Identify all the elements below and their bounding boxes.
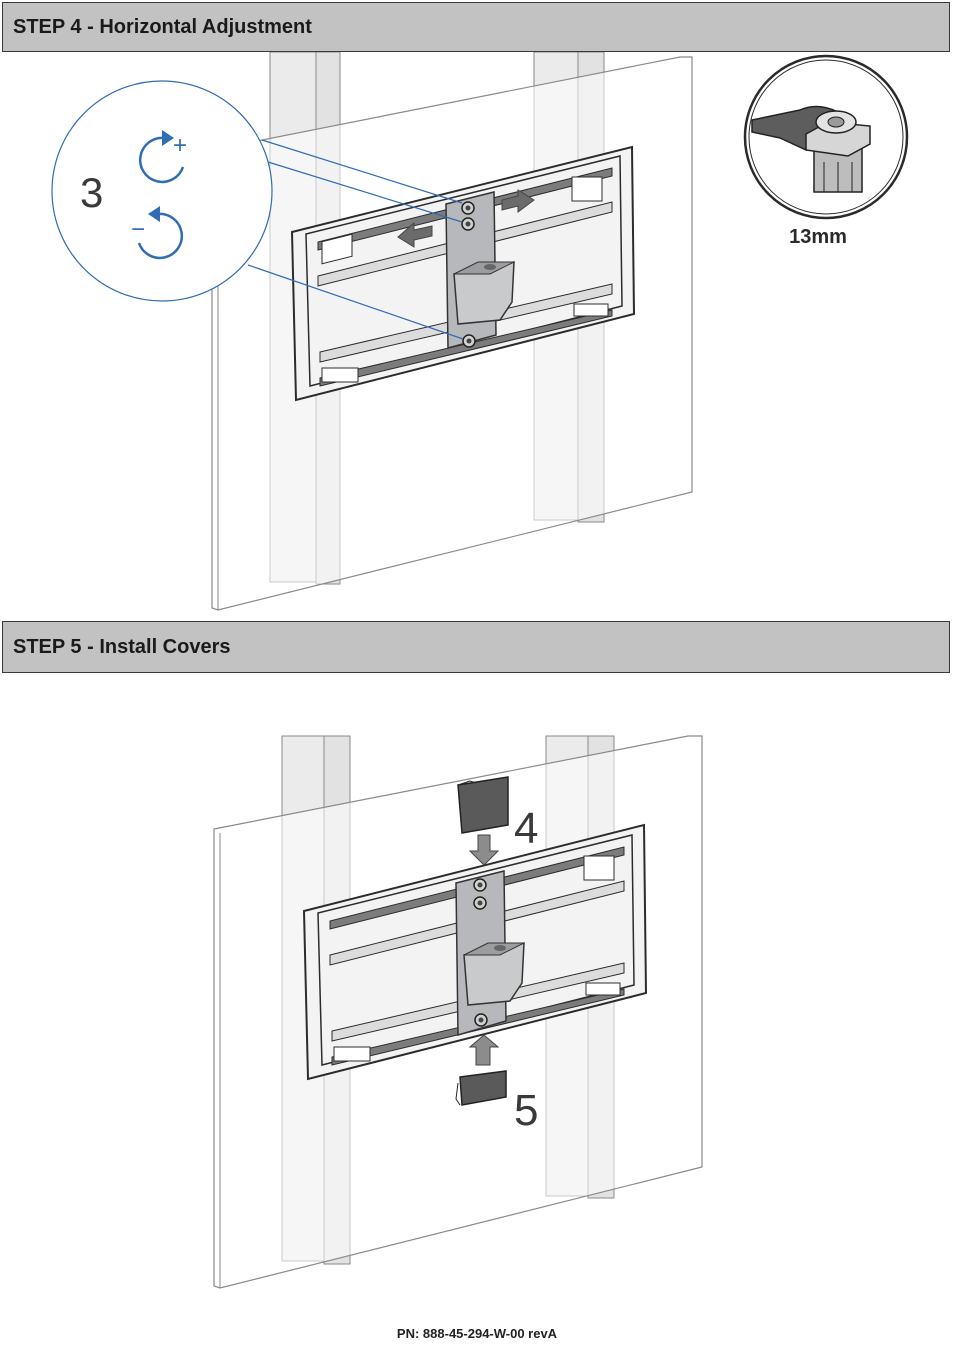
step5-title: STEP 5 - Install Covers <box>13 635 231 658</box>
step5-header: STEP 5 - Install Covers <box>2 621 950 673</box>
callout-bubble <box>51 80 273 302</box>
bracket-bolt-middle <box>461 217 475 231</box>
callout-leader-lines <box>247 139 464 340</box>
loosen-sign: − <box>131 216 145 243</box>
top-cover-piece <box>457 776 509 834</box>
slide-left-arrow <box>397 221 433 248</box>
callout-number: 3 <box>80 169 103 216</box>
bracket-bolt-bottom <box>474 1013 488 1027</box>
tighten-sign: + <box>173 132 187 159</box>
slide-right-arrow <box>501 189 535 213</box>
bracket-bolt-top <box>473 878 487 892</box>
bracket-bolt-bottom <box>462 334 476 348</box>
step4-title: STEP 4 - Horizontal Adjustment <box>13 15 312 38</box>
bottom-cover-piece <box>455 1070 507 1106</box>
bottom-cover-number: 5 <box>514 1086 538 1135</box>
step4-illustration: 3 + − 13mm <box>51 52 909 611</box>
top-cover-down-arrow <box>468 834 500 866</box>
rotate-counterclockwise-icon <box>137 206 184 260</box>
rotate-clockwise-icon <box>138 130 185 184</box>
bottom-cover-up-arrow <box>468 1034 500 1066</box>
step5-illustration: 4 5 <box>213 735 703 1289</box>
bracket-bolt-middle <box>473 896 487 910</box>
wrench-size-label: 13mm <box>789 226 847 248</box>
vertical-bracket <box>455 870 525 1036</box>
wrench-detail-icon <box>743 54 909 220</box>
vertical-bracket <box>445 191 515 349</box>
part-number-footer: PN: 888-45-294-W-00 revA <box>396 1326 558 1341</box>
top-cover-number: 4 <box>514 804 538 853</box>
wall-plate-frame <box>290 145 636 402</box>
step4-header: STEP 4 - Horizontal Adjustment <box>2 2 950 52</box>
bracket-bolt-top <box>461 201 475 215</box>
